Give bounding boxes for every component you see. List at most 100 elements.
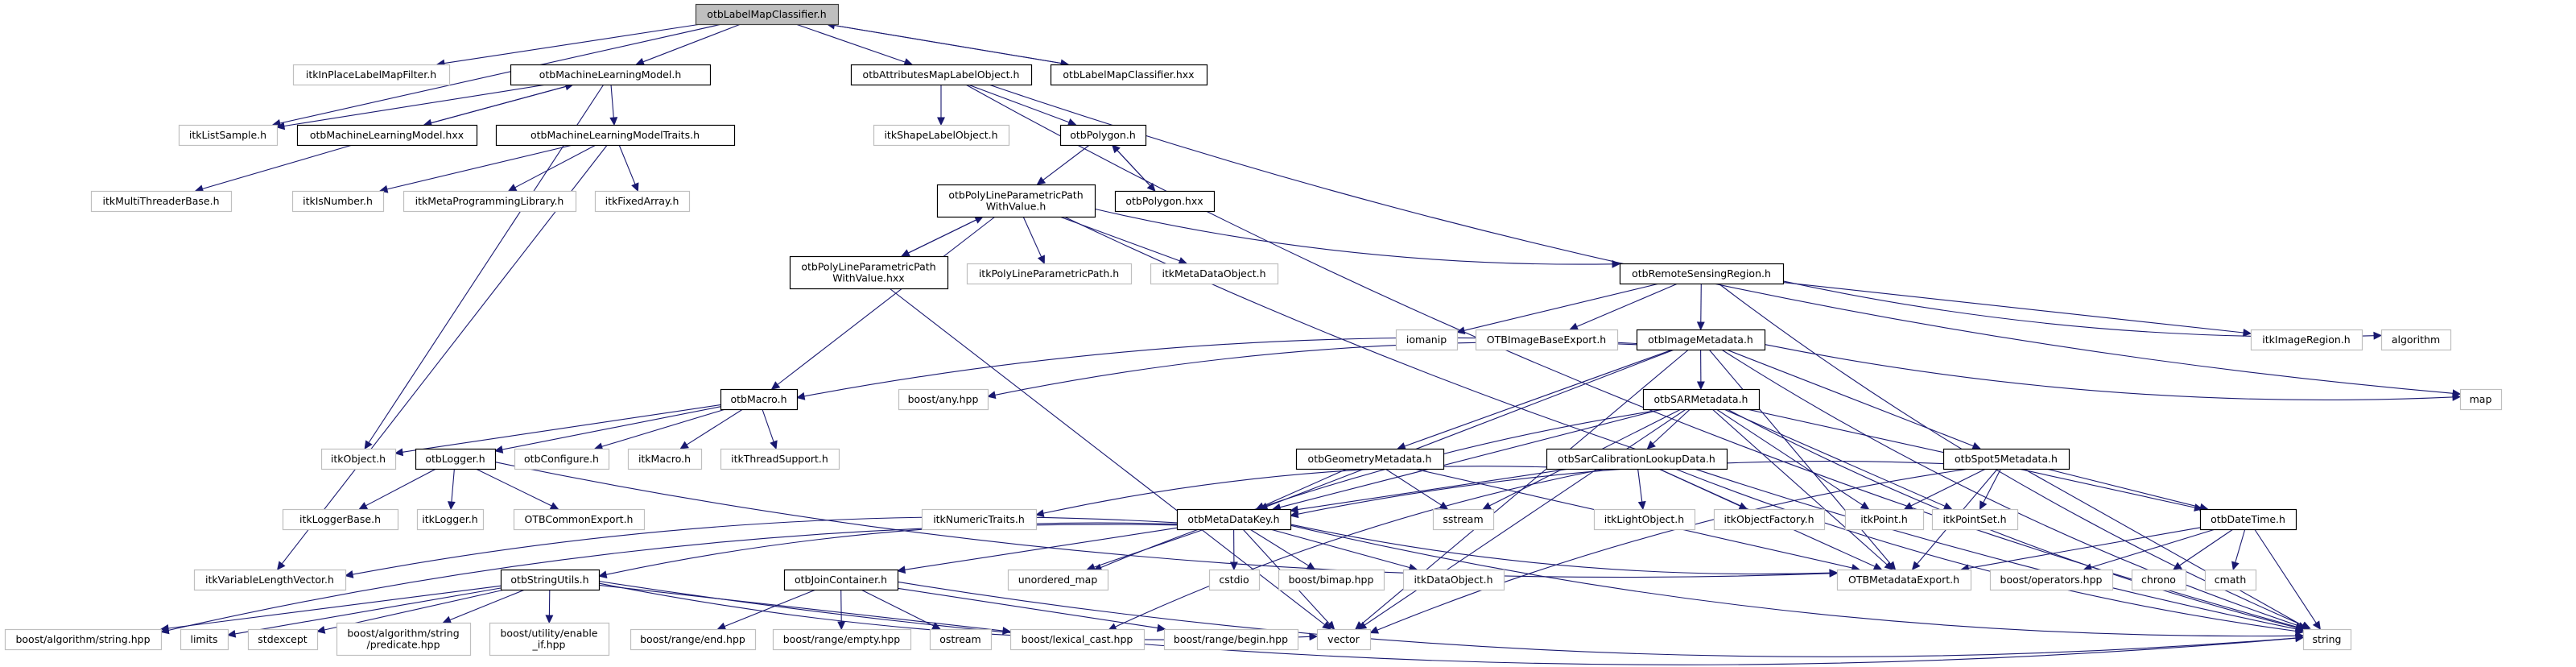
node-box [514, 448, 610, 470]
node-otbSARMetadata[interactable]: otbSARMetadata.h [1642, 388, 1761, 411]
node-otbSpot5Metadata[interactable]: otbSpot5Metadata.h [1942, 448, 2070, 470]
node-otbGeometryMetadata[interactable]: otbGeometryMetadata.h [1295, 448, 1445, 470]
arrowhead-otbRemoteSensingRegion-to-iomanip [1455, 326, 1466, 335]
arrowhead-otbStringUtils-to-boostUtilityEnableIf [545, 615, 554, 624]
node-label: itkFixedArray.h [605, 195, 679, 207]
node-otbSarCalibrationLookupData[interactable]: otbSarCalibrationLookupData.h [1546, 448, 1728, 470]
edge-otbMachineLearningModelTraits-to-itkIsNumber [386, 144, 573, 190]
node-box [1931, 508, 2019, 531]
arrowhead-otbSpot5Metadata-to-OTBMetadataExport [1911, 561, 1921, 570]
node-label: otbGeometryMetadata.h [1308, 453, 1432, 465]
edge-otbMacro-to-otbConfigure [601, 408, 726, 447]
node-otbMachineLearningModelTraits[interactable]: otbMachineLearningModelTraits.h [495, 124, 736, 147]
node-label: itkLoggerBase.h [299, 513, 381, 525]
edge-otbDateTime-to-chrono [2179, 528, 2234, 566]
node-otbAttributesMapLabelObject[interactable]: otbAttributesMapLabelObject.h [850, 64, 1033, 86]
arrowhead-otbSpot5Metadata-to-otbMetaDataKey [1289, 510, 1299, 519]
arrowhead-otbJoinContainer-to-string [2295, 634, 2305, 642]
node-label: otbConfigure.h [524, 453, 599, 465]
node-otbMetaDataKey[interactable]: otbMetaDataKey.h [1176, 508, 1292, 531]
node-otbMacro[interactable]: otbMacro.h [720, 388, 799, 411]
node-itkLightObject: itkLightObject.h [1593, 508, 1696, 531]
node-box [1007, 569, 1109, 591]
node-boostAlgorithmStringPredicate: boost/algorithm/string/predicate.hpp [336, 622, 472, 657]
node-root: otbLabelMapClassifier.h [695, 3, 840, 26]
node-box [695, 3, 840, 26]
node-otbPolygonHxx[interactable]: otbPolygon.hxx [1114, 190, 1216, 213]
node-boostAlgorithmString: boost/algorithm/string.hpp [4, 628, 163, 651]
node-otbRemoteSensingRegion[interactable]: otbRemoteSensingRegion.h [1619, 263, 1785, 285]
node-label: otbPolyLineParametricPath [948, 189, 1083, 201]
edge-otbJoinContainer-to-ostream [861, 589, 935, 627]
node-label: itkShapeLabelObject.h [884, 129, 997, 141]
node-OTBCommonExport: OTBCommonExport.h [513, 508, 646, 531]
node-otbImageMetadata[interactable]: otbImageMetadata.h [1636, 329, 1766, 351]
edge-otbJoinContainer-to-boostRangeEnd [724, 589, 816, 628]
node-otbStringUtils[interactable]: otbStringUtils.h [500, 569, 601, 591]
arrowhead-otbRemoteSensingRegion-to-OTBImageBaseExport [1569, 322, 1579, 330]
node-otbMachineLearningModel[interactable]: otbMachineLearningModel.h [510, 64, 712, 86]
node-box [1402, 569, 1505, 591]
node-label: boost/range/empty.hpp [783, 633, 901, 645]
node-box [921, 508, 1038, 531]
node-otbLabelMapClassifierHxx[interactable]: otbLabelMapClassifier.hxx [1050, 64, 1208, 86]
node-label: stdexcept [258, 633, 307, 645]
node-itkPointSet: itkPointSet.h [1931, 508, 2019, 531]
node-label: itkMetaProgrammingLibrary.h [415, 195, 564, 207]
edge-otbMetaDataKey-to-itkVariableLengthVector [352, 516, 1178, 575]
edge-otbSarCalibrationLookupData-to-boostLexicalCast [1115, 468, 1606, 628]
node-box [873, 124, 1010, 147]
edge-otbRemoteSensingRegion-to-algorithm [1782, 280, 2375, 338]
node-otbMachineLearningModelHxx[interactable]: otbMachineLearningModel.hxx [296, 124, 478, 147]
edge-otbImageMetadata-to-map [1764, 344, 2454, 400]
node-box [193, 569, 347, 591]
node-itkPolyLineParametricPath: itkPolyLineParametricPath.h [966, 263, 1133, 285]
edge-otbMachineLearningModel-to-itkListSample [283, 84, 547, 127]
node-box [630, 628, 757, 651]
node-OTBImageBaseExport: OTBImageBaseExport.h [1475, 329, 1619, 351]
node-box [510, 64, 712, 86]
node-label: itkThreadSupport.h [731, 453, 828, 465]
node-ostream: ostream [929, 628, 993, 651]
edge-otbRemoteSensingRegion-to-otbImageMetadata [1700, 283, 1702, 323]
node-label: vector [1327, 633, 1360, 645]
arrowhead-otbSARMetadata-to-itkPoint [1860, 501, 1870, 510]
node-label: otbPolygon.hxx [1125, 195, 1203, 207]
edge-otbImageMetadata-to-otbSpot5Metadata [1726, 349, 1974, 447]
node-otbLogger[interactable]: otbLogger.h [415, 448, 497, 470]
arrowhead-otbSARMetadata-to-OTBMetadataExport [1884, 561, 1893, 570]
arrowhead-otbPolygonHxx-to-otbPolygon [1111, 144, 1121, 154]
node-label: otbLabelMapClassifier.hxx [1063, 68, 1194, 81]
node-label: otbMachineLearningModel.h [539, 68, 682, 81]
node-otbDateTime[interactable]: otbDateTime.h [2199, 508, 2297, 531]
node-box [966, 263, 1133, 285]
node-label: iomanip [1406, 334, 1447, 346]
node-label: OTBCommonExport.h [525, 513, 634, 525]
node-box [2131, 569, 2187, 591]
edge-otbDateTime-to-string [2254, 528, 2317, 624]
arrowhead-otbSARMetadata-to-sstream [1482, 502, 1492, 510]
node-label: otbPolyLineParametricPath [801, 261, 935, 273]
edge-otbJoinContainer-to-boostRangeEmpty [840, 589, 842, 623]
edge-otbRemoteSensingRegion-to-OTBImageBaseExport [1576, 283, 1678, 328]
arrowhead-otbRemoteSensingRegion-to-itkImageRegion [2243, 328, 2252, 337]
node-itkObject: itkObject.h [320, 448, 397, 470]
node-box [1636, 329, 1766, 351]
node-label: otbSpot5Metadata.h [1955, 453, 2058, 465]
node-label: otbPolygon.h [1070, 129, 1136, 141]
node-box [1295, 448, 1445, 470]
node-cstdio: cstdio [1208, 569, 1261, 591]
node-box [594, 190, 691, 213]
arrowhead-otbStringUtils-to-stdexcept [316, 626, 326, 634]
edge-otbRemoteSensingRegion-to-iomanip [1463, 283, 1660, 331]
node-box [1059, 124, 1147, 147]
node-otbPolygon[interactable]: otbPolygon.h [1059, 124, 1147, 147]
edge-otbLogger-to-itkLoggerBase [365, 468, 436, 507]
node-label: cstdio [1219, 574, 1249, 586]
arrowhead-otbMetaDataKey-to-vector [1326, 620, 1335, 630]
node-label: otbStringUtils.h [510, 574, 588, 586]
node-otbJoinContainer[interactable]: otbJoinContainer.h [783, 569, 899, 591]
arrowhead-otbPolyLineParametricPathWithValue-to-otbRemoteSensingRegion [1612, 259, 1621, 268]
